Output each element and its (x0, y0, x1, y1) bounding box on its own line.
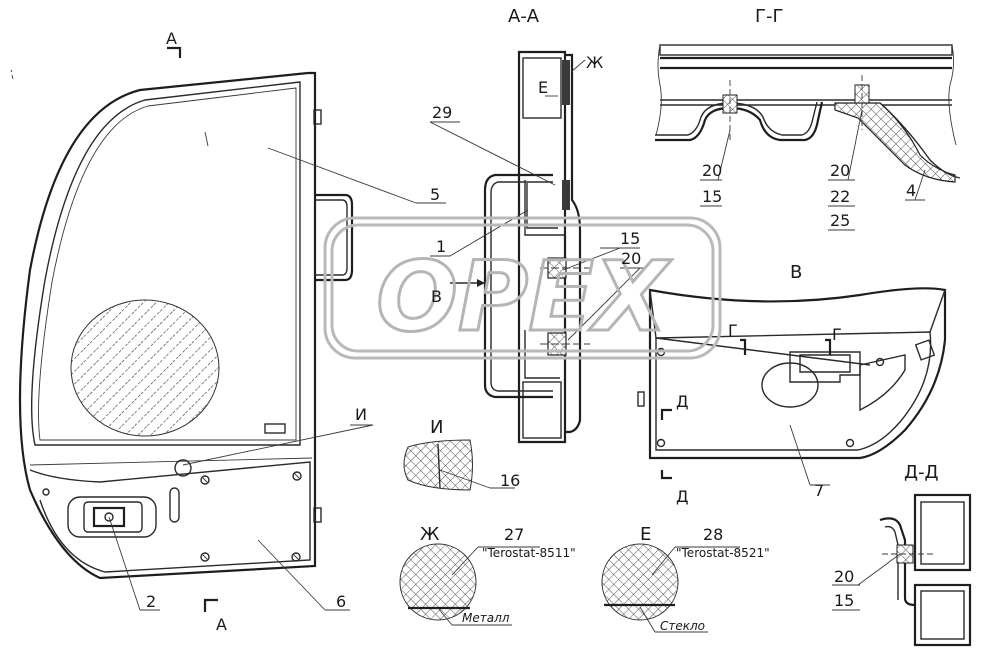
callout-29: 29 (432, 103, 452, 122)
section-dd (832, 493, 972, 647)
callout-1: 1 (436, 237, 446, 256)
aa-zh-label: Ж (586, 53, 603, 72)
callout-27: 27 (504, 525, 524, 544)
callout-20-aa: 20 (621, 249, 641, 268)
aa-e-label: Е (538, 78, 548, 97)
cut-line-a (167, 46, 218, 612)
callout-20-gg-left: 20 (702, 161, 722, 180)
detail-zh (399, 543, 540, 626)
note-terostat-8521: "Terostat-8521" (676, 546, 770, 560)
callout-4: 4 (906, 181, 916, 200)
note-terostat-8511: "Terostat-8511" (482, 546, 576, 560)
arrow-v-label: В (431, 287, 442, 306)
callout-15-gg: 15 (702, 187, 722, 206)
title-detail-e: Е (640, 524, 651, 545)
callout-2: 2 (146, 592, 156, 611)
note-metal: Металл (462, 611, 510, 625)
section-gg (655, 44, 961, 231)
callout-20-gg-right: 20 (830, 161, 850, 180)
title-section-dd: Д-Д (904, 462, 939, 483)
cut-d-top-label: Д (676, 392, 689, 411)
title-detail-zh: Ж (420, 524, 440, 545)
title-view-i: И (430, 417, 443, 438)
cut-g2-label: Г (832, 325, 842, 344)
cut-a-bottom-label: А (216, 615, 227, 634)
callout-28: 28 (703, 525, 723, 544)
main-view-leaders (108, 147, 446, 611)
note-glass: Стекло (660, 619, 705, 633)
callout-15-aa: 15 (620, 229, 640, 248)
callout-25: 25 (830, 211, 850, 230)
detail-i (403, 439, 515, 491)
cut-g1-label: Г (728, 321, 738, 340)
title-section-aa: А-А (508, 6, 540, 27)
callout-6: 6 (336, 592, 346, 611)
cut-d-bottom-label: Д (676, 487, 689, 506)
watermark-text: OPEX (376, 241, 672, 353)
detail-e (601, 543, 740, 633)
callout-5: 5 (430, 185, 440, 204)
callout-22: 22 (830, 187, 850, 206)
callout-15-dd: 15 (834, 591, 854, 610)
callout-7: 7 (814, 481, 824, 500)
cut-a-top-label: А (166, 29, 177, 48)
view-b (637, 287, 947, 486)
title-section-gg: Г-Г (755, 6, 783, 27)
callout-20-dd: 20 (834, 567, 854, 586)
door-main-view (10, 69, 354, 580)
title-view-v: В (790, 262, 802, 283)
watermark-logo: OPEX (323, 216, 722, 360)
marker-i-label: И (355, 405, 367, 424)
callout-16: 16 (500, 471, 520, 490)
